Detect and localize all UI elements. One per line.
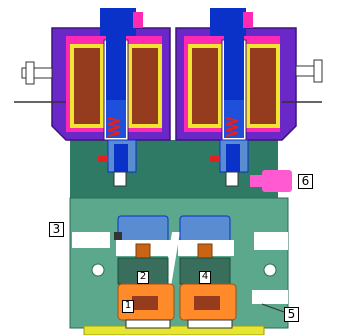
solenoid-left [14, 8, 171, 187]
terminal-pin-left-icon [25, 61, 35, 85]
plunger-tab-right [243, 12, 253, 28]
callout-4: 4 [199, 271, 211, 284]
callout-6: 6 [298, 174, 313, 189]
stem-tip-right [225, 171, 239, 187]
solenoid-right [175, 8, 323, 187]
callout-2: 2 [137, 271, 149, 284]
cartridge-right [178, 215, 237, 329]
plunger-cap-left [100, 8, 136, 36]
winding-left-a [74, 48, 100, 124]
cartridge-port-mark-left [114, 232, 122, 240]
piston-foot-left [125, 319, 171, 329]
pin-body-left [21, 67, 53, 79]
stem-tip-left [113, 171, 127, 187]
stem-seal-left [98, 156, 108, 162]
base-white-port-right [254, 232, 288, 250]
cartridge-cap-right [179, 215, 231, 245]
spring-right [225, 117, 239, 137]
winding-right-b [250, 48, 276, 124]
winding-left-b [132, 48, 158, 124]
plunger-tab-left [133, 12, 143, 28]
cartridge-cap-left [117, 215, 169, 245]
plunger-left [106, 36, 126, 100]
winding-right-a [192, 48, 218, 124]
plunger-cap-right [210, 8, 246, 36]
piston-foot-right [187, 319, 233, 329]
side-fitting-neck [250, 175, 264, 187]
mounting-hole-left [91, 263, 105, 277]
piston-seat-right [194, 296, 220, 310]
stem-core-right [226, 144, 240, 172]
base-white-port-left [72, 232, 110, 248]
base-white-port-bottom-right [252, 290, 288, 304]
bottom-seal-strip [83, 325, 265, 335]
callout-3: 3 [49, 222, 64, 237]
plunger-right [224, 36, 244, 100]
stem-seal-right [210, 156, 220, 162]
piston-seat-left [132, 296, 158, 310]
side-fitting-body [262, 170, 292, 192]
stem-core-left [114, 144, 128, 172]
callout-5: 5 [284, 307, 299, 322]
callout-1: 1 [122, 300, 134, 313]
valve-base-block [69, 197, 289, 329]
mounting-hole-right [263, 263, 277, 277]
leader-line-5 [261, 303, 285, 313]
spring-left [107, 117, 121, 137]
terminal-pin-right-icon [313, 59, 323, 83]
